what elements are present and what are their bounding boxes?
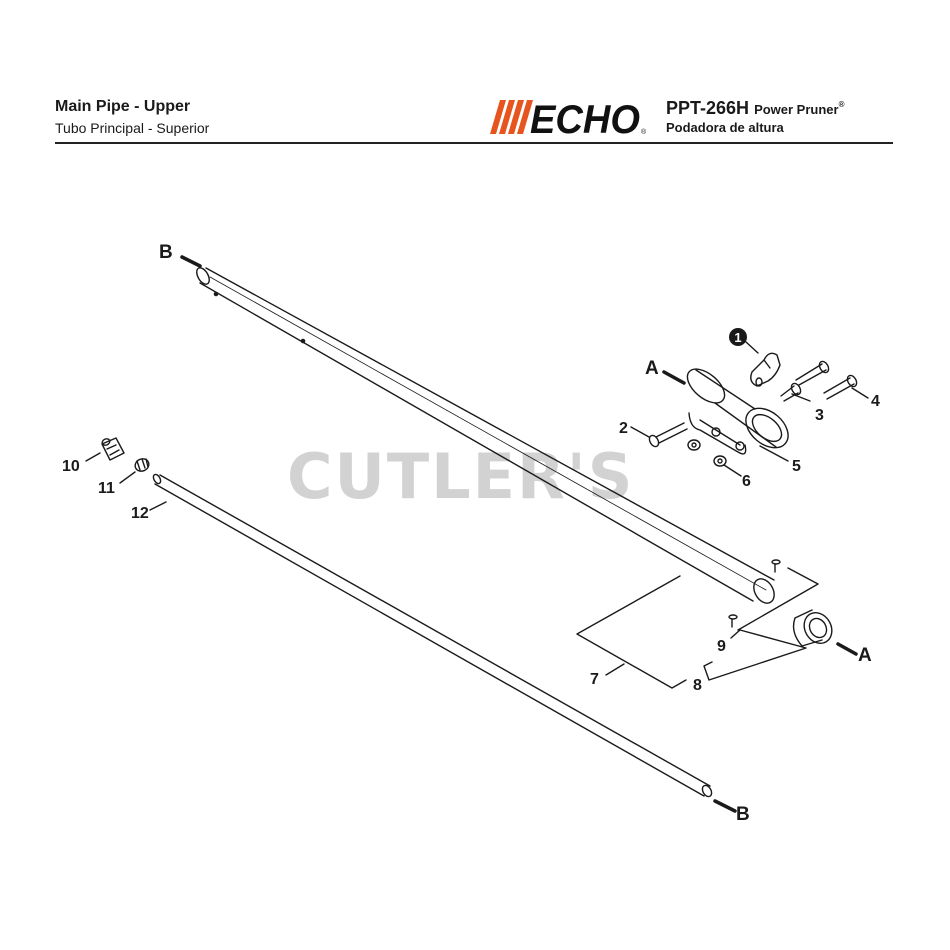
coupling-part — [101, 437, 125, 461]
clamp-housing-part — [686, 368, 789, 455]
watermark: CUTLER'S — [287, 440, 635, 513]
model-number: PPT-266H — [666, 98, 750, 118]
collar-nut-part — [792, 609, 833, 647]
bolt-part — [648, 422, 688, 448]
echo-logo: ECHO ® — [490, 98, 647, 136]
short-screw-part — [780, 382, 802, 402]
knob-part — [750, 352, 781, 387]
label-part-11: 11 — [98, 480, 115, 497]
long-screw-part — [823, 374, 858, 400]
upper-main-pipe — [196, 267, 775, 604]
label-part-6: 6 — [742, 473, 751, 490]
page-subtitle: Tubo Principal - Superior — [55, 120, 210, 136]
label-part-8: 8 — [693, 677, 702, 694]
logo-registered-mark: ® — [641, 128, 647, 136]
bushing-part — [134, 458, 150, 472]
logo-wordmark: ECHO — [530, 98, 640, 136]
header-divider — [55, 142, 893, 144]
model-description: Power Pruner — [754, 102, 839, 117]
set-screw-upper-part — [771, 559, 781, 573]
label-a-right: A — [858, 645, 872, 666]
drive-shaft — [152, 473, 713, 798]
label-a-left: A — [645, 358, 659, 379]
label-part-10: 10 — [62, 458, 80, 475]
page-title: Main Pipe - Upper — [55, 98, 191, 115]
label-part-7: 7 — [590, 671, 599, 688]
leader-lines — [85, 255, 869, 813]
long-screw-upper-part — [795, 360, 830, 386]
bracket-lines — [576, 567, 819, 689]
label-part-5: 5 — [792, 458, 801, 475]
model-line: PPT-266H Power Pruner® — [666, 98, 845, 119]
model-description-es: Podadora de altura — [666, 120, 784, 135]
nut-parts — [687, 439, 727, 467]
label-part-9: 9 — [717, 638, 726, 655]
model-registered-mark: ® — [838, 100, 845, 109]
label-b-bottom: B — [736, 804, 750, 825]
part-1-callout: 1 — [729, 328, 747, 346]
label-part-3: 3 — [815, 407, 824, 424]
label-b-top: B — [159, 242, 173, 263]
callout-labels: B A A B 1 2 3 4 5 6 7 8 9 10 11 12 — [62, 242, 880, 825]
logo-stripes-icon — [490, 100, 533, 134]
label-part-1: 1 — [734, 330, 741, 345]
label-part-4: 4 — [871, 393, 880, 410]
set-screw-lower-part — [728, 614, 738, 628]
label-part-12: 12 — [131, 505, 149, 522]
label-part-2: 2 — [619, 420, 628, 437]
page-header: Main Pipe - Upper Tubo Principal - Super… — [0, 0, 950, 150]
